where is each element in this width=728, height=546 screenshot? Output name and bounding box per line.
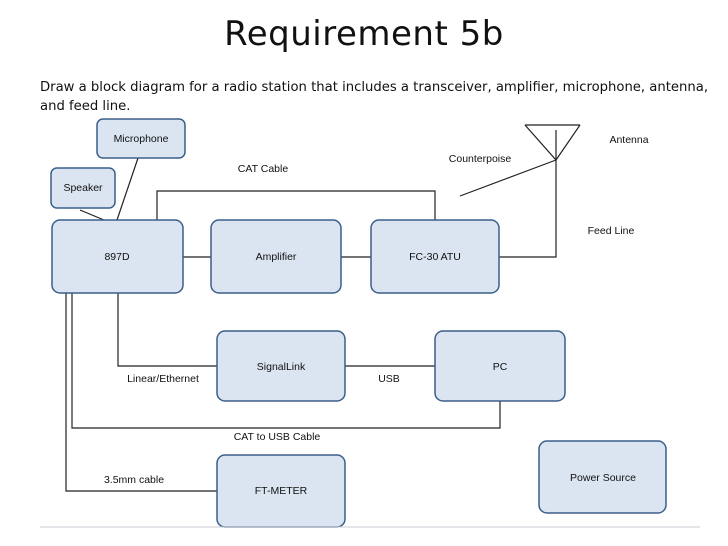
cable-35mm-wire xyxy=(65,293,217,492)
cat-cable-label: CAT Cable xyxy=(238,163,289,175)
power-source-block: Power Source xyxy=(538,440,667,514)
cat-usb-wire xyxy=(71,293,501,429)
radio-label: 897D xyxy=(104,251,130,263)
speaker-label: Speaker xyxy=(63,182,103,194)
tuner-block: FC-30 ATU xyxy=(370,219,500,294)
wires xyxy=(65,124,581,492)
signallink-label: SignalLink xyxy=(257,361,306,373)
tuner-label: FC-30 ATU xyxy=(409,251,461,263)
radio-block: 897D xyxy=(51,219,184,294)
feed-line-label: Feed Line xyxy=(588,225,635,237)
cat-cable-wire xyxy=(156,190,436,220)
linear-ethernet-label: Linear/Ethernet xyxy=(127,373,199,385)
cat-usb-label: CAT to USB Cable xyxy=(234,431,321,443)
slide-subtitle: Draw a block diagram for a radio station… xyxy=(40,80,709,114)
feed-line-wire xyxy=(499,160,557,258)
speaker-to-radio-wire xyxy=(79,209,105,221)
microphone-label: Microphone xyxy=(114,133,169,145)
ftmeter-block: FT-METER xyxy=(216,454,346,528)
pc-block: PC xyxy=(434,330,566,402)
microphone-block: Microphone xyxy=(96,118,186,159)
mic-to-radio-wire xyxy=(116,157,139,221)
counterpoise-wire xyxy=(459,159,557,197)
amplifier-label: Amplifier xyxy=(256,251,297,263)
usb-label: USB xyxy=(378,373,400,385)
ftmeter-label: FT-METER xyxy=(255,485,308,497)
signallink-block: SignalLink xyxy=(216,330,346,402)
amplifier-block: Amplifier xyxy=(210,219,342,294)
slide-title: Requirement 5b xyxy=(224,14,504,54)
speaker-block: Speaker xyxy=(50,167,116,209)
pc-label: PC xyxy=(493,361,508,373)
antenna-label: Antenna xyxy=(609,134,648,146)
antenna-element xyxy=(524,124,581,161)
linear-ethernet-wire xyxy=(117,293,217,367)
power-source-label: Power Source xyxy=(570,472,636,484)
cable-35mm-label: 3.5mm cable xyxy=(104,474,164,486)
counterpoise-label: Counterpoise xyxy=(449,153,512,165)
